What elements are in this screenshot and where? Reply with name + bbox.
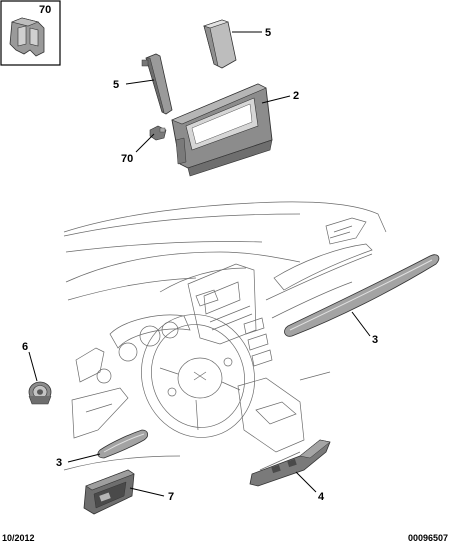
leader-strip-3-right [351,311,371,337]
leader-bezel-2 [261,95,291,104]
clip-part-70 [149,125,167,141]
leader-strip-3-left [67,453,101,463]
trim-strip-part-3-right [284,254,440,337]
leader-knob-6 [28,351,38,382]
knob-part-6 [28,381,52,405]
callout-bezel-2: 2 [293,90,299,102]
trim-part-5-left [141,53,173,115]
callout-top-5: 5 [265,27,271,39]
leader-tray-7 [129,487,165,497]
leader-left-5 [125,79,155,85]
callout-left-5: 5 [113,79,119,91]
callout-clip-70: 70 [121,153,133,165]
dashboard-outline [63,201,387,471]
bracket-part-4 [249,439,331,487]
callout-knob-6: 6 [22,341,28,353]
callout-bracket-4: 4 [318,491,325,503]
leader-bracket-4 [295,471,317,493]
storage-tray-part-7 [83,469,135,515]
callout-tray-7: 7 [168,491,174,503]
center-bezel-part-2 [171,83,273,177]
callout-inset-70: 70 [39,4,51,16]
footer-reference: 00096507 [408,533,448,543]
footer-date: 10/2012 [2,533,35,543]
inset-box: 70 [0,0,61,66]
callout-strip-3-right: 3 [372,334,378,346]
leader-clip-70 [135,133,155,153]
trim-strip-part-3-left [97,429,148,459]
clip-part-inset [9,17,45,57]
trim-part-5-top [203,19,237,69]
callout-strip-3-left: 3 [56,457,62,469]
